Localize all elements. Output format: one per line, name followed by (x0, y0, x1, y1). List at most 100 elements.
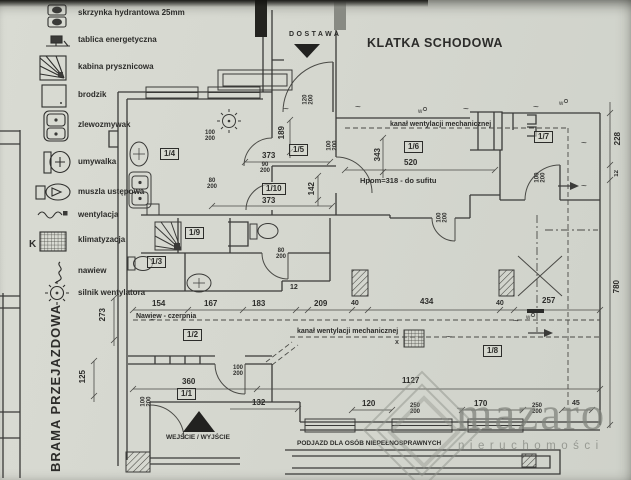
toilet-icon (249, 223, 279, 240)
svg-text:K: K (29, 239, 37, 250)
photo-dark-edge (255, 0, 267, 37)
vent-marks: ~ ~ ~ ~ ~ ~ ~ ~ ~ w w w x (150, 99, 587, 346)
exhaust-marker: w (525, 315, 531, 321)
ventilation-icon: ~ (533, 102, 539, 113)
flow-arrow (558, 182, 579, 190)
legend-item-label: brodzik (78, 90, 107, 99)
washbasin-icon (129, 141, 149, 167)
room-label: 1/7 (534, 131, 554, 143)
dimension: 373 (262, 151, 276, 160)
dimension: 12 (614, 170, 620, 177)
pillar (351, 269, 369, 297)
room-label: 1/3 (147, 256, 167, 268)
dimension: 170 (474, 399, 488, 408)
ramp-label: PODJAZD DLA OSÓB NIEPEŁNOSPRAWNYCH (297, 440, 442, 447)
delivery-label: DOSTAWA (289, 31, 342, 38)
legend-item-label: wentylacja (78, 210, 119, 219)
room-label: 1/9 (185, 227, 205, 239)
dimension: 257 (542, 296, 556, 305)
ventilation-icon: ~ (463, 104, 469, 115)
delivery-arrow-icon (294, 44, 320, 58)
legend-item-label: zlewozmywak (78, 120, 131, 129)
legend-item-label: klimatyzacja (78, 235, 126, 244)
dimension: 125 (78, 370, 87, 384)
dimension: 154 (152, 299, 166, 308)
legend-icons: K (29, 4, 71, 305)
dimension: 120 (362, 399, 376, 408)
ventilation-icon: ~ (150, 315, 156, 326)
air-inlet-icon (54, 261, 62, 284)
room-label: 1/10 (262, 183, 286, 195)
pillar (498, 269, 515, 297)
legend-item-label: muszla ustępowa (78, 187, 145, 196)
kitchen-sink-icon (43, 110, 69, 142)
dimension: 373 (262, 196, 276, 205)
ventilation-icon (37, 211, 68, 219)
staircase-wall-stub (334, 0, 346, 30)
electrical-board-icon (46, 35, 70, 47)
legend-item-label: skrzynka hydrantowa 25mm (78, 8, 185, 17)
room-label: 1/1 (177, 388, 197, 400)
dark-tick (527, 309, 544, 313)
dimension-lines (90, 102, 614, 429)
air-conditioning-icon: K (29, 231, 67, 252)
wall-pier (521, 453, 537, 468)
entrance-label: WEJŚCIE / WYJŚCIE (166, 434, 230, 441)
air-conditioning-unit (403, 329, 425, 348)
windows (145, 86, 524, 433)
dimension: 434 (420, 297, 434, 306)
dimension: 167 (204, 299, 218, 308)
washbasin-icon (43, 150, 71, 174)
dimension: 360 (182, 377, 196, 386)
intake-note: Nawiew - czerpnia (136, 313, 197, 320)
fixtures (127, 69, 293, 293)
air-duct (217, 69, 293, 91)
ventilation-icon: ~ (355, 102, 361, 113)
legend-item-label: umywalka (78, 157, 117, 166)
legend-item-label: kabina prysznicowa (78, 62, 154, 71)
room-label: 1/6 (404, 141, 424, 153)
fan-motor-icon (217, 109, 241, 133)
fan-motor-icon (45, 281, 69, 305)
entrance-arrow-icon (183, 411, 215, 432)
dimension: 132 (252, 398, 266, 407)
ventilation-icon: ~ (513, 316, 519, 327)
legend-item-label: nawiew (78, 266, 107, 275)
ventilation-icon: ~ (581, 138, 587, 149)
watermark-subtitle: nieruchomości (458, 440, 604, 452)
dimension: 520 (404, 158, 418, 167)
ac-mark: x (395, 339, 399, 346)
dimension: 40 (351, 300, 359, 307)
photo-edge-shadow (0, 0, 428, 7)
dimension: 183 (252, 299, 266, 308)
shower-cabin-icon (154, 221, 182, 251)
dimension: 209 (314, 299, 328, 308)
room-label: 1/8 (483, 345, 503, 357)
exhaust-marker: w (558, 101, 564, 107)
washbasin-icon (186, 273, 212, 293)
room-label: 1/2 (183, 329, 203, 341)
dimension: 12 (290, 284, 298, 291)
dimension: 40 (496, 300, 504, 307)
toilet-icon (35, 183, 71, 201)
hydrant-box-icon (47, 4, 67, 28)
duct-label-top: kanał wentylacji mechanicznej (390, 121, 492, 128)
flow-arrow (528, 329, 553, 337)
shower-cabin-icon (39, 55, 67, 81)
cross-mark (517, 255, 563, 297)
room-height-note: Hpom=318 - do sufitu (360, 176, 437, 185)
ventilation-icon: ~ (581, 181, 587, 192)
shower-tray-icon (41, 84, 67, 108)
dimension: 189 (277, 126, 286, 140)
dimension: 142 (307, 182, 316, 196)
